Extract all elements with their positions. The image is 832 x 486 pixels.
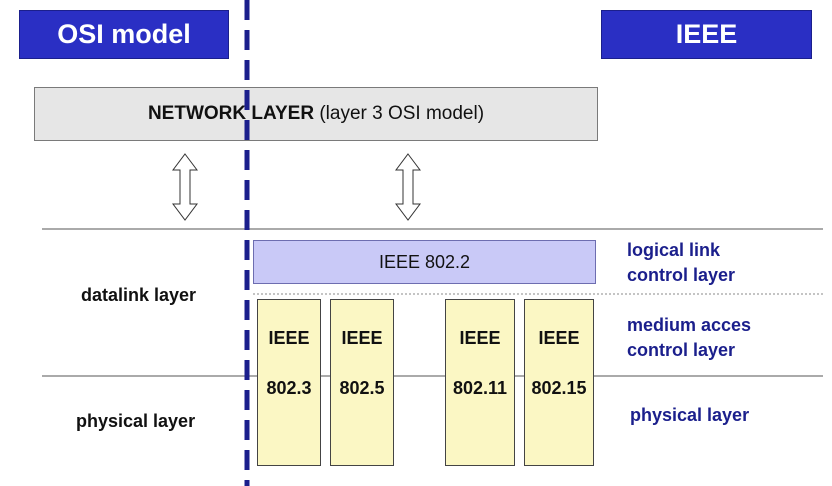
mac-box-line2: 802.5 [339,378,385,398]
ieee-header: IEEE [601,10,812,59]
network-layer-box: NETWORK LAYER (layer 3 OSI model) [34,87,598,141]
ieee-802-2-box: IEEE 802.2 [253,240,596,284]
mac-box-line1: IEEE [459,328,501,348]
double-arrow-left [172,153,198,221]
double-arrow-right [395,153,421,221]
ieee-802-5-box: IEEE 802.5 [330,299,394,466]
mac-box-line2: 802.3 [266,378,312,398]
datalink-layer-label: datalink layer [81,285,197,305]
ieee-802-11-box: IEEE 802.11 [445,299,515,466]
mac-box-line1: IEEE [341,328,383,348]
mac-label-line1: medium acces [627,315,752,335]
osi-model-title: OSI model [57,19,191,49]
ieee-802-2-label: IEEE 802.2 [378,251,471,272]
osi-model-header: OSI model [19,10,229,59]
ieee-title: IEEE [675,19,738,49]
ieee-802-3-box: IEEE 802.3 [257,299,321,466]
mac-box-line2: 802.11 [452,378,508,398]
mac-box-line2: 802.15 [531,378,587,398]
physical-layer-label-right: physical layer [630,405,750,425]
llc-label-line2: control layer [627,265,736,285]
network-layer-title: NETWORK LAYER [147,103,315,124]
mac-label-line2: control layer [627,340,736,360]
llc-label-line1: logical link [627,240,721,260]
physical-layer-label-left: physical layer [76,411,196,431]
llc-layer-label: logical link control layer [627,238,735,288]
mac-box-line1: IEEE [268,328,310,348]
mac-box-line1: IEEE [538,328,580,348]
network-layer-subtitle: (layer 3 OSI model) [314,103,485,124]
ieee-802-15-box: IEEE 802.15 [524,299,594,466]
mac-layer-label: medium acces control layer [627,313,751,363]
